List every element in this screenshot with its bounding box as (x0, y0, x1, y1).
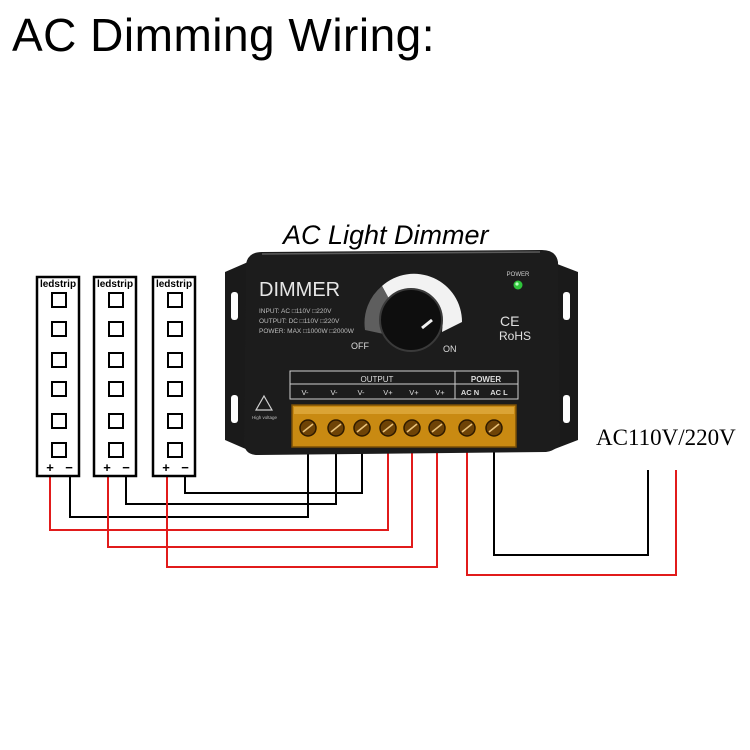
led-chip (167, 321, 183, 337)
led-chip (167, 413, 183, 429)
flange-hole (563, 395, 570, 423)
led-chip (108, 442, 124, 458)
wire-strip3-positive (166, 448, 438, 568)
screw-slot (406, 423, 418, 433)
led-chip (108, 292, 124, 308)
wire-strip1-negative (69, 448, 309, 518)
ledstrip-label: ledstrip (156, 279, 192, 290)
dimmer-caption: AC Light Dimmer (283, 220, 489, 250)
led-chip (51, 413, 67, 429)
terminal-label: V+ (383, 388, 393, 397)
minus-terminal-label: − (122, 460, 130, 475)
knob-pointer (421, 318, 433, 330)
led-chip (51, 381, 67, 397)
dimming-arc-gradient (364, 286, 394, 334)
warning-icon (254, 394, 274, 411)
led-chip (51, 352, 67, 368)
screw-slot (461, 423, 473, 433)
led-chip (108, 352, 124, 368)
plus-terminal-label: + (103, 460, 111, 475)
flange-hole (231, 292, 238, 320)
terminal-label: V- (330, 388, 338, 397)
plus-terminal-label: + (46, 460, 54, 475)
terminal-block-shine (294, 407, 514, 414)
dimmer-knob[interactable] (379, 288, 443, 352)
knob-on-label: ON (443, 344, 457, 354)
wire-strip2-positive (107, 448, 413, 548)
led-chip (51, 321, 67, 337)
ledstrip-label: ledstrip (97, 279, 133, 290)
led-chip (108, 413, 124, 429)
screw-slot (431, 423, 443, 433)
screw-slot (330, 423, 342, 433)
screw-slot (356, 423, 368, 433)
terminal-label-panel (289, 370, 519, 400)
device-name: DIMMER (259, 279, 340, 301)
terminal-label: AC N (461, 388, 479, 397)
wire-ac-neutral (493, 448, 649, 556)
body-highlight (261, 251, 541, 255)
minus-terminal-label: − (181, 460, 189, 475)
plus-terminal-label: + (162, 460, 170, 475)
ledstrip-1: ledstrip + − (35, 275, 81, 478)
led-chip (167, 381, 183, 397)
terminal-label: V+ (435, 388, 445, 397)
terminal-label: V- (357, 388, 365, 397)
screw-slot (382, 423, 394, 433)
wire-strip2-negative (125, 448, 337, 505)
flange-hole (231, 395, 238, 423)
wires (49, 448, 677, 576)
dimmer-device: DIMMER INPUT: AC □110V □220V OUTPUT: DC … (225, 250, 578, 455)
spec-input: INPUT: AC □110V □220V (259, 308, 332, 315)
led-chip (167, 292, 183, 308)
wire-strip1-positive (49, 448, 389, 531)
spec-output: OUTPUT: DC □110V □220V (259, 318, 340, 325)
minus-terminal-label: − (65, 460, 73, 475)
ledstrip-label: ledstrip (40, 279, 76, 290)
terminal-label: V+ (409, 388, 419, 397)
voltage-label: AC110V/220V (596, 425, 736, 450)
warning-text: High voltage (252, 415, 278, 420)
terminal-label: AC L (490, 388, 508, 397)
screw-slot (302, 423, 314, 433)
led-chip (167, 442, 183, 458)
power-led-label: POWER (507, 272, 530, 278)
led-chip (51, 442, 67, 458)
page-title: AC Dimming Wiring: (12, 9, 436, 61)
rohs-mark: RoHS (499, 329, 531, 343)
output-group-label: OUTPUT (361, 375, 394, 384)
led-chip (51, 292, 67, 308)
ledstrip-2: ledstrip + − (92, 275, 138, 478)
device-body (244, 250, 560, 455)
flange-hole (563, 292, 570, 320)
led-chip (108, 381, 124, 397)
power-led-glow (515, 282, 519, 286)
wire-strip3-negative (184, 448, 363, 494)
ce-mark: CE (500, 313, 519, 329)
mounting-flange-left (225, 262, 248, 450)
ledstrip-body (151, 275, 197, 478)
terminal-labels: V- V- V- V+ V+ V+ AC N AC L (301, 388, 508, 397)
power-group-label: POWER (471, 375, 501, 384)
terminal-screws (299, 419, 503, 437)
led-chip (108, 321, 124, 337)
ledstrip-3: ledstrip + − (151, 275, 197, 478)
spec-power: POWER: MAX □1000W □2000W (259, 328, 355, 335)
led-chip (167, 352, 183, 368)
wire-ac-live (466, 448, 677, 576)
terminal-label: V- (301, 388, 309, 397)
screw-slot (488, 423, 500, 433)
knob-off-label: OFF (351, 341, 369, 351)
